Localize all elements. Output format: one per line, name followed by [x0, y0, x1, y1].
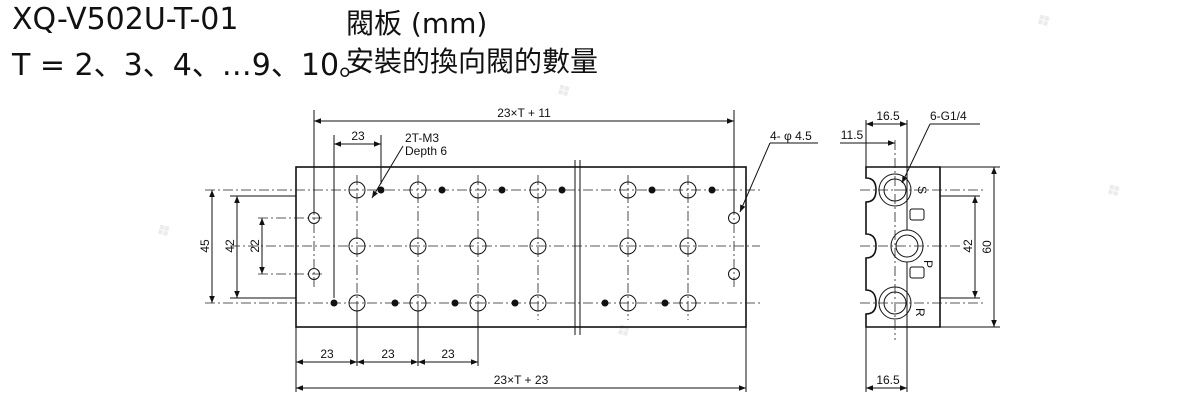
- pitch-bottom-dim-3: 23: [441, 347, 455, 361]
- left-dim-mid: 42: [223, 239, 237, 253]
- thread-leader: [371, 145, 404, 199]
- side-view: S P R 16.5 11.5 6-G1/4 42 60 16: [840, 109, 1000, 392]
- mounting-holes: [258, 205, 740, 290]
- pitch-bottom-dim-2: 23: [381, 347, 395, 361]
- overall-top-dim: 23×T + 11: [497, 106, 551, 120]
- inner-height-dim: 42: [961, 239, 975, 253]
- thread-depth-label: Depth 6: [405, 144, 447, 158]
- offset-dim: 11.5: [841, 128, 864, 142]
- port-markers: [909, 208, 925, 279]
- outer-height-dim: 60: [980, 240, 994, 254]
- left-dim-inner: 22: [248, 239, 262, 253]
- svg-text:❖: ❖: [152, 218, 176, 244]
- pitch-top-dim: 23: [351, 129, 365, 143]
- model-number: XQ-V502U-T-01: [12, 2, 239, 37]
- mount-hole-leader: [739, 142, 771, 213]
- port-callout: 6-G1/4: [930, 109, 967, 123]
- unit-label: 閥板 (mm): [346, 7, 488, 40]
- top-width-dim: 16.5: [876, 109, 900, 123]
- side-profile-outline: [865, 166, 941, 328]
- station-formula: T = 2、3、4、…9、10。: [12, 48, 370, 83]
- manifold-plate-outline: [295, 166, 747, 328]
- svg-text:❖: ❖: [1032, 8, 1056, 34]
- left-dim-outer: 45: [198, 239, 212, 253]
- watermark-pattern: ❖ ❖ ❖ ❖ ❖: [152, 8, 1126, 344]
- station-description: 安裝的換向閥的數量: [346, 45, 599, 78]
- bottom-width-dim: 16.5: [876, 373, 900, 387]
- port-callout-leader: [901, 123, 931, 184]
- pitch-bottom-dim-1: 23: [320, 347, 334, 361]
- overall-bottom-dim: 23×T + 23: [494, 373, 549, 387]
- side-ports: [878, 173, 924, 320]
- column-centerlines: [356, 175, 689, 320]
- port-r-label: R: [913, 308, 927, 317]
- svg-text:❖: ❖: [612, 318, 636, 344]
- svg-text:❖: ❖: [1102, 178, 1126, 204]
- mount-hole-callout: 4- φ 4.5: [770, 129, 812, 143]
- m3-thread-holes: [330, 186, 716, 307]
- port-p-label: P: [921, 260, 935, 268]
- thread-callout-label: 2T-M3: [405, 131, 439, 145]
- valve-ports: [348, 181, 697, 312]
- svg-text:❖: ❖: [552, 78, 576, 104]
- break-lines: [574, 160, 581, 335]
- front-view: 23×T + 11 23 2T-M3 Depth 6 4- φ 4.5 45 4…: [198, 106, 818, 392]
